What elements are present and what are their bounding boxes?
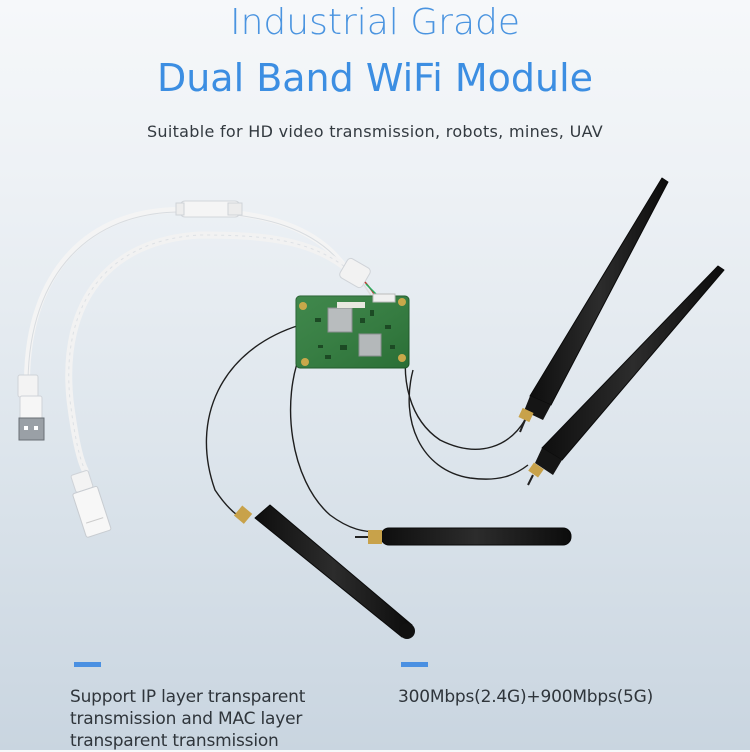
feature-text-transparent-transmission: Support IP layer transparent transmissio… xyxy=(70,686,380,752)
dc-connector xyxy=(175,200,243,218)
subtitle: Suitable for HD video transmission, robo… xyxy=(146,122,604,141)
antenna xyxy=(233,504,415,639)
feature-accent-bar-1 xyxy=(74,662,101,667)
coax-cables xyxy=(205,324,529,533)
rj45-cable xyxy=(65,231,364,538)
pcb-module xyxy=(295,293,410,369)
feature-line: transmission and MAC layer xyxy=(70,709,303,729)
antenna xyxy=(355,527,572,546)
antenna xyxy=(527,265,725,486)
feature-line: transparent transmission xyxy=(70,731,279,751)
feature-accent-bar-2 xyxy=(401,662,428,667)
feature-text-throughput: 300Mbps(2.4G)+900Mbps(5G) xyxy=(398,686,728,708)
product-photo xyxy=(17,177,725,639)
feature-line: 300Mbps(2.4G)+900Mbps(5G) xyxy=(398,687,654,707)
title-industrial-grade: Industrial Grade xyxy=(229,2,521,43)
title-dual-band-wifi-module: Dual Band WiFi Module xyxy=(156,56,594,100)
feature-line: Support IP layer transparent xyxy=(70,687,306,707)
antenna xyxy=(518,177,669,433)
